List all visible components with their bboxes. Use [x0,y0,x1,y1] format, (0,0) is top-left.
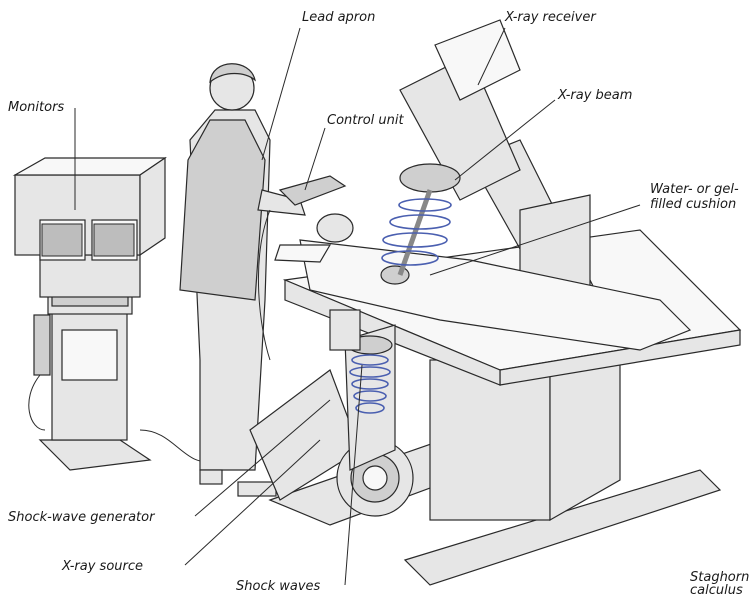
label-cushion-line1: Water- or gel- [650,182,739,197]
label-lead-apron: Lead apron [302,10,375,25]
label-xray-beam: X-ray beam [558,88,632,103]
label-shock-wave-generator: Shock-wave generator [8,510,154,525]
label-shock-waves: Shock waves [236,579,320,594]
label-control-unit: Control unit [327,113,404,128]
label-xray-receiver: X-ray receiver [505,10,596,25]
label-monitors: Monitors [8,100,64,115]
label-cushion-line2: filled cushion [650,197,736,212]
label-xray-source: X-ray source [62,559,143,574]
